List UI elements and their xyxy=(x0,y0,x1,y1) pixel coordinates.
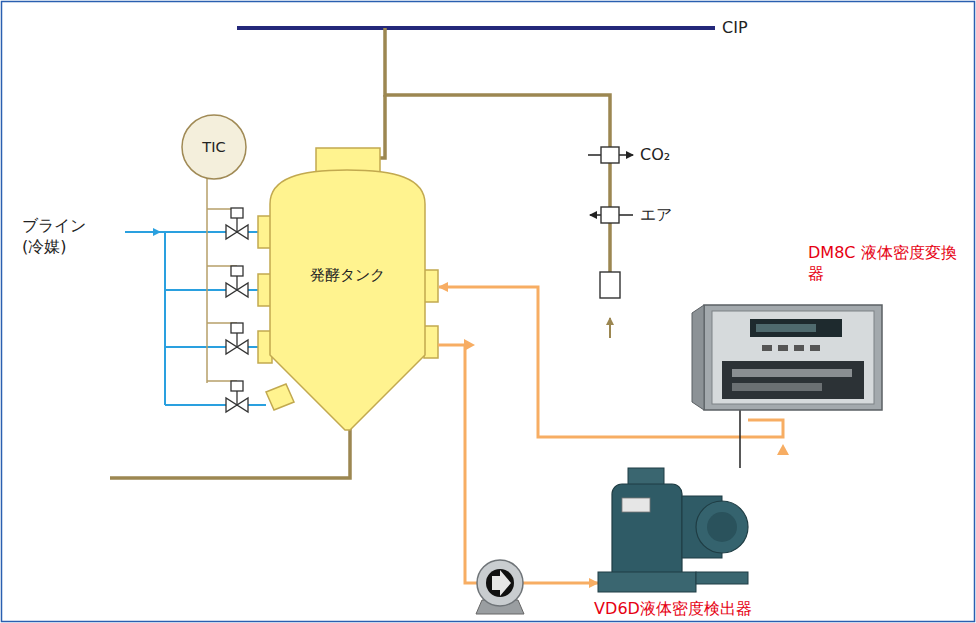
pump xyxy=(476,560,524,614)
tank-nozzle xyxy=(424,270,438,358)
co2-valve xyxy=(601,147,619,163)
filter xyxy=(600,272,620,298)
node-outline xyxy=(692,305,882,410)
signal-wire xyxy=(739,410,741,468)
node-text: VD6D液体密度検出器 xyxy=(568,599,778,620)
node-text: 発酵タンク xyxy=(270,148,425,285)
controller-circle: TIC xyxy=(181,114,247,180)
node-text: TIC xyxy=(181,114,247,158)
node-text: DM8C 液体密度変換器 xyxy=(808,243,958,285)
air-valve xyxy=(601,207,619,223)
node-outline xyxy=(598,468,748,593)
brine-line xyxy=(125,232,266,405)
node-outline xyxy=(270,148,425,430)
cip-line xyxy=(237,26,715,30)
gas-label: CO₂ xyxy=(640,145,670,166)
fermentation-tank: 発酵タンク xyxy=(270,148,425,430)
gas-label: エア xyxy=(640,205,672,226)
density-detector: VD6D液体密度検出器 xyxy=(598,468,748,593)
flow-arrow xyxy=(777,444,789,455)
flow-arrow xyxy=(464,339,475,351)
medium-label: ブライン (冷媒) xyxy=(22,216,88,258)
outlet-pipe xyxy=(110,428,350,478)
line-label: CIP xyxy=(722,18,748,39)
density-converter: DM8C 液体密度変換器 xyxy=(692,305,882,410)
sample-pipe xyxy=(438,345,598,583)
